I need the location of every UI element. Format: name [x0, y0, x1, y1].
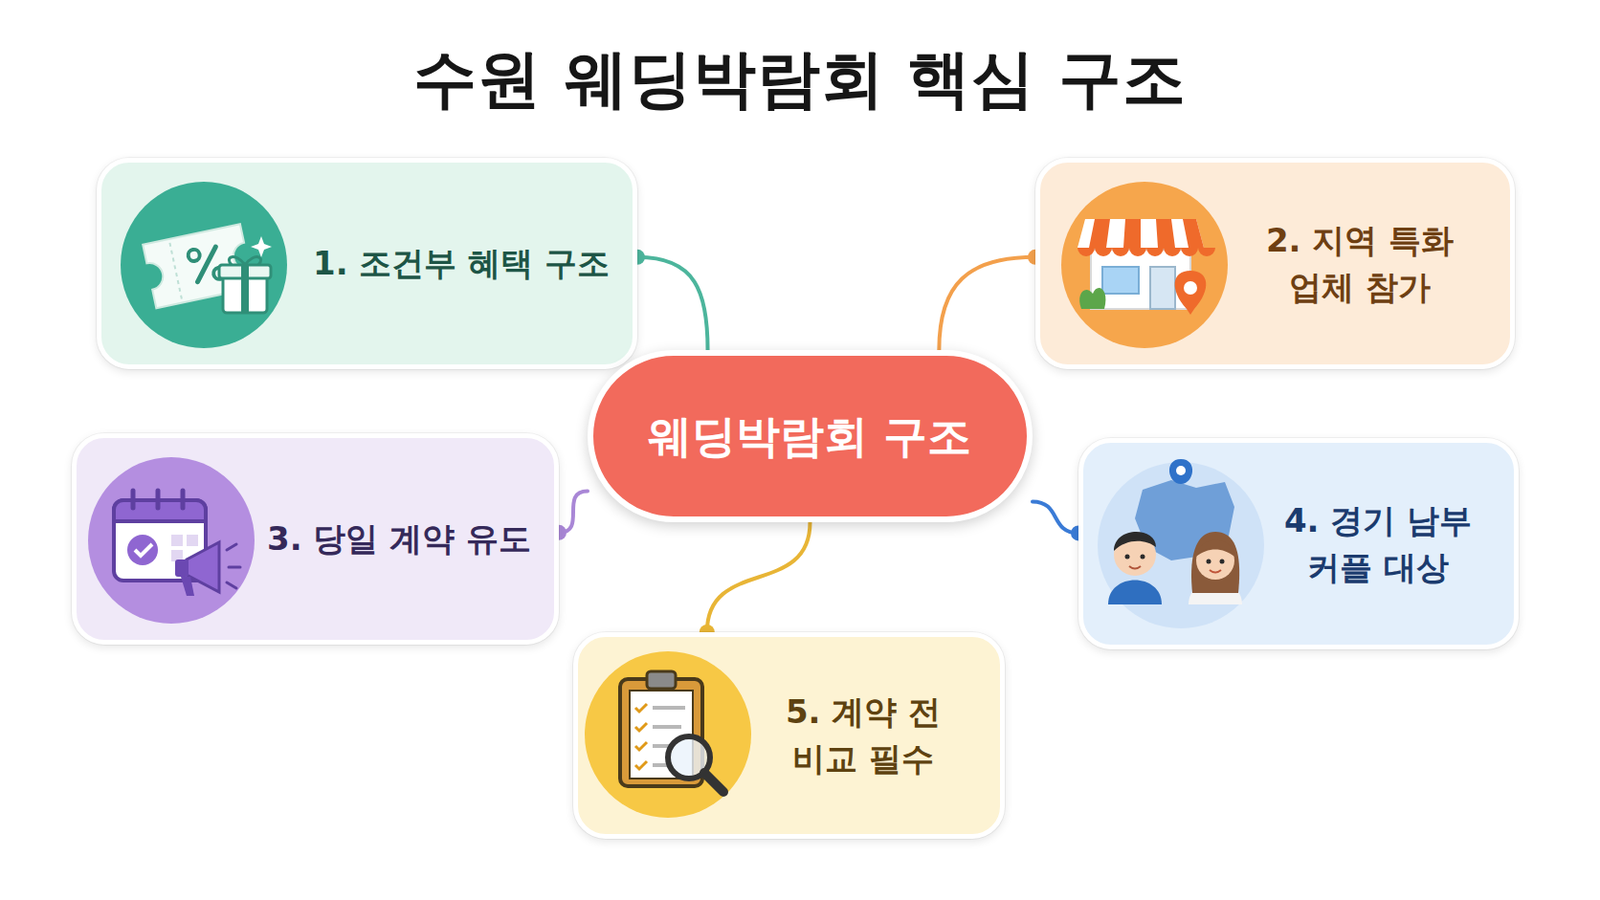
topic-label: 4. 경기 남부 커플 대상: [1275, 496, 1481, 592]
topic-box: 3. 당일 계약 유도: [71, 433, 559, 645]
diagram-title: 수원 웨딩박람회 핵심 구조: [0, 36, 1600, 123]
shop-icon: [1040, 162, 1520, 375]
topic-text-wrap: 1. 조건부 혜택 구조: [312, 240, 610, 288]
topic-box: 1. 조건부 혜택 구조: [96, 157, 638, 370]
center-label: 웨딩박람회 구조: [593, 404, 1027, 469]
connector-curve: [707, 522, 811, 633]
topic-label: 5. 계약 전 비교 필수: [770, 688, 956, 784]
topic-text-wrap: 3. 당일 계약 유도: [266, 515, 532, 563]
branch-connector: [938, 249, 1044, 351]
topic-text-wrap: 4. 경기 남부 커플 대상: [1275, 496, 1481, 592]
branch-connector: [629, 249, 709, 351]
topic-text-wrap: 2. 지역 특화 업체 참가: [1257, 216, 1463, 312]
topic-box: 4. 경기 남부 커플 대상: [1078, 438, 1519, 650]
center-pill: 웨딩박람회 구조: [587, 350, 1033, 523]
couple-icon: [1083, 443, 1524, 655]
connector-curve: [938, 257, 1036, 351]
topic-box: 5. 계약 전 비교 필수: [573, 632, 1005, 840]
topic-text-wrap: 5. 계약 전 비교 필수: [770, 688, 956, 784]
branch-connector: [699, 522, 811, 641]
topic-box: 2. 지역 특화 업체 참가: [1035, 157, 1515, 370]
connector-curve: [637, 257, 709, 351]
topic-label: 1. 조건부 혜택 구조: [312, 240, 610, 288]
topic-label: 2. 지역 특화 업체 참가: [1257, 216, 1463, 312]
connector-curve: [1032, 501, 1079, 534]
topic-text-wrap: 웨딩박람회 구조: [593, 404, 1027, 469]
topic-label: 3. 당일 계약 유도: [266, 515, 532, 563]
